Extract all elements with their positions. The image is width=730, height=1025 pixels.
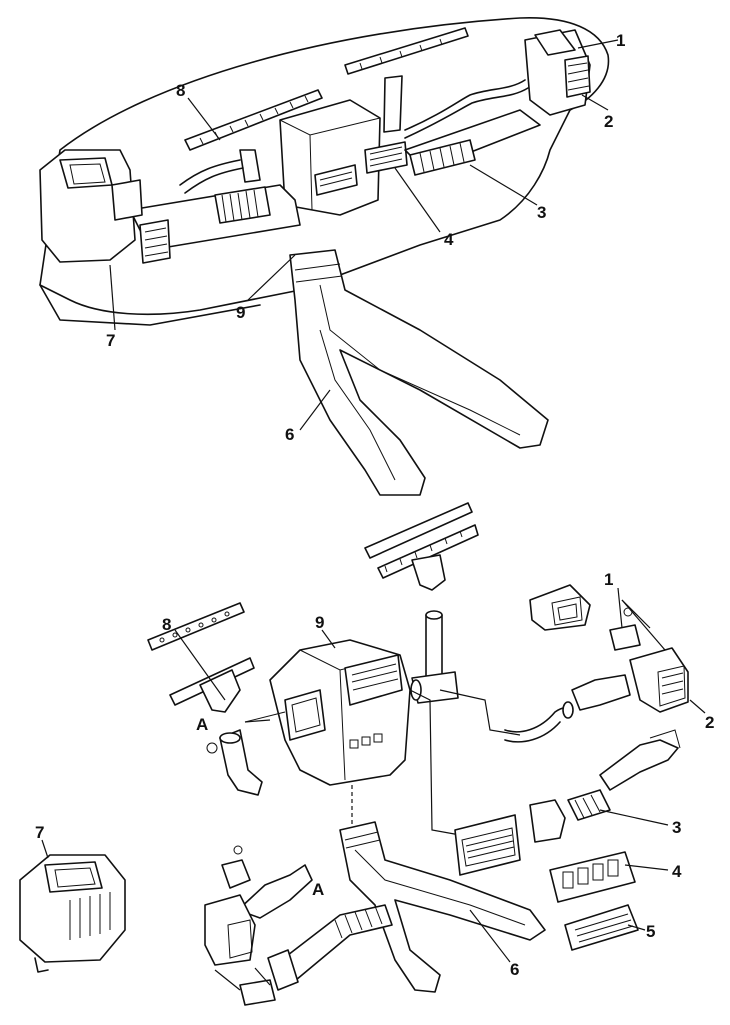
exploded-center-vent-housing	[454, 814, 521, 876]
exploded-callout-9: 9	[315, 613, 324, 632]
exploded-right-duct	[599, 739, 679, 791]
floor-duct	[289, 249, 549, 496]
exploded-right-side-vent-slats	[661, 672, 684, 695]
left-hose	[179, 159, 241, 186]
exploded-grille-4-slats	[562, 859, 619, 889]
right-side-vent-grille	[564, 55, 591, 98]
exploded-blower-inlet	[44, 861, 103, 893]
exploded-defroster-center-slats	[384, 530, 463, 573]
exploded-right-side-vent	[629, 647, 689, 713]
exploded-right-duct-ribs	[574, 794, 601, 819]
exploded-defroster-left-riser	[199, 669, 241, 713]
dashboard-lower-edge	[39, 284, 261, 326]
exploded-lower-flex-ribs	[334, 905, 383, 939]
callout-9: 9	[236, 303, 245, 322]
left-corrugated-section	[214, 186, 271, 224]
center-vent	[314, 164, 358, 196]
exploded-right-side-duct	[571, 674, 631, 711]
callout-3: 3	[537, 203, 546, 222]
exploded-heater-bottom-details	[349, 733, 383, 749]
exploded-callout-1: 1	[604, 570, 613, 589]
right-hose	[404, 79, 526, 131]
right-duct-ribs	[419, 142, 465, 173]
exploded-callout-a-left: A	[196, 715, 208, 734]
left-corrugated-ribs	[221, 189, 259, 223]
callout-2: 2	[604, 112, 613, 131]
exploded-defroster-riser	[411, 554, 446, 591]
callout-1: 1	[616, 31, 625, 50]
exploded-right-duct-end	[567, 789, 611, 821]
exploded-view: 1 2 3 4 5 6 7 8 9 A A	[19, 502, 714, 1006]
exploded-small-vent	[529, 799, 566, 843]
left-side-vent	[139, 219, 171, 264]
exploded-right-vent-bracket	[609, 624, 641, 651]
exploded-defroster-left-top	[147, 602, 245, 651]
assembled-view: 1 2 3 4 6 7 8 9	[39, 17, 625, 496]
exploded-lower-left-duct-a	[237, 864, 313, 919]
right-side-vent-top	[534, 29, 576, 56]
exploded-lower-left-vent	[204, 894, 256, 966]
exploded-callout-7: 7	[35, 823, 44, 842]
exploded-callout-3: 3	[672, 818, 681, 837]
exploded-callout-8: 8	[162, 615, 171, 634]
exploded-lower-left-cap	[239, 979, 276, 1006]
defroster-vent-left	[184, 89, 323, 151]
callout-7: 7	[106, 331, 115, 350]
exploded-defroster-left-slats	[159, 611, 230, 643]
exploded-heater-vent-top	[344, 654, 403, 706]
exploded-floor-duct	[339, 821, 546, 993]
callout-4: 4	[444, 230, 454, 249]
exploded-center-vent-slats	[465, 834, 515, 859]
defroster-riser-right	[383, 75, 403, 133]
exploded-callout-4: 4	[672, 862, 682, 881]
exploded-lower-left-bracket	[221, 859, 251, 889]
left-side-vent-upper	[111, 179, 143, 221]
defroster-riser-left	[239, 149, 261, 183]
callout-8: 8	[176, 81, 185, 100]
center-vent-slats	[319, 146, 403, 187]
exploded-callout-2: 2	[705, 713, 714, 732]
blower-housing	[39, 149, 136, 263]
exploded-callout-5: 5	[646, 922, 655, 941]
defroster-right-slats	[359, 38, 443, 70]
exploded-lower-flex-end	[267, 949, 299, 991]
exploded-left-duct-a	[219, 729, 263, 796]
exploded-blower-fins	[69, 892, 111, 940]
exploded-callout-6: 6	[510, 960, 519, 979]
exploded-defroster-center-top	[364, 502, 473, 559]
defroster-vent-right	[344, 27, 469, 75]
left-side-vent-slats	[144, 227, 169, 257]
right-side-vent-slats	[567, 62, 590, 91]
exploded-defroster-center	[377, 524, 479, 579]
callout-6: 6	[285, 425, 294, 444]
exploded-center-hose	[504, 707, 571, 733]
exploded-grille-5-slats	[574, 913, 634, 943]
exploded-callout-a-lower: A	[312, 880, 324, 899]
